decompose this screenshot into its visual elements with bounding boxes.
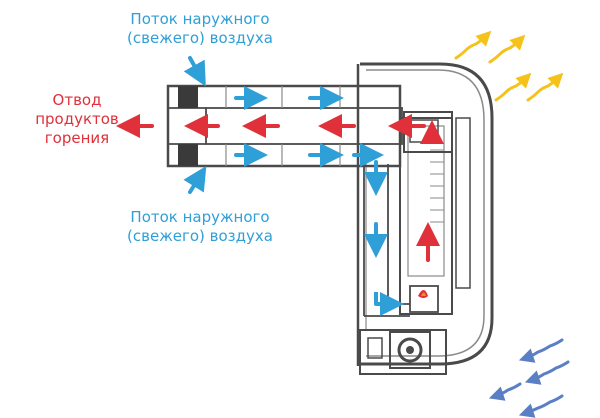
cool-air-arrow-4: [518, 394, 564, 418]
exhaust-label: Отвод продуктов горения: [22, 91, 132, 148]
terminal-cap-bottom: [178, 144, 198, 166]
warm-air-arrow-1: [454, 30, 492, 60]
fresh-air-label-bottom-line-2: (свежего) воздуха: [127, 227, 273, 245]
burner-flame: [418, 290, 428, 298]
exhaust-label-line-1: Отвод: [52, 91, 102, 109]
warm-air-arrows: [454, 30, 564, 102]
circulation-pump: [389, 331, 431, 369]
air-duct-vertical: [363, 152, 410, 317]
fresh-air-label-top: Поток наружного (свежего) воздуха: [110, 10, 290, 48]
fresh-air-label-bottom: Поток наружного (свежего) воздуха: [110, 208, 290, 246]
fresh-air-arrows: [183, 56, 404, 316]
fresh-air-inlet-arrow-top: [183, 56, 206, 87]
cool-air-arrows: [488, 338, 570, 418]
cool-air-arrow-2: [524, 360, 570, 385]
warm-air-arrow-3: [494, 72, 532, 102]
exhaust-label-line-3: горения: [44, 129, 110, 147]
cool-air-arrow-1: [518, 338, 564, 363]
terminal-cap-top: [178, 86, 198, 108]
warm-air-arrow-2: [488, 34, 526, 64]
fresh-air-inlet-arrow-bottom: [183, 165, 207, 194]
cool-air-arrow-3: [488, 382, 522, 401]
combustion-chamber: [399, 111, 471, 315]
fresh-air-label-bottom-line-1: Поток наружного: [130, 208, 270, 226]
fresh-air-label-top-line-2: (свежего) воздуха: [127, 29, 273, 47]
boiler-body: [356, 62, 494, 375]
exhaust-arrows: [116, 114, 444, 262]
warm-air-arrow-4: [526, 72, 564, 102]
fresh-air-label-top-line-1: Поток наружного: [130, 10, 270, 28]
exhaust-label-line-2: продуктов: [35, 110, 119, 128]
